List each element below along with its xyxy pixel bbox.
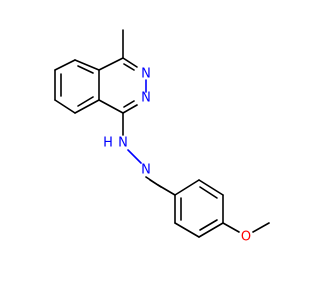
ether-oxygen-label: O xyxy=(241,230,251,245)
nh-hydrogen-label: H xyxy=(103,136,113,151)
bond xyxy=(157,184,176,196)
structure-drawing: N N N H N O xyxy=(54,29,270,245)
bond-inner xyxy=(77,65,94,74)
bond-o-ch3 xyxy=(252,222,270,233)
bond xyxy=(74,99,100,114)
pyridazine-ring xyxy=(98,57,147,114)
bond xyxy=(74,59,100,71)
bond xyxy=(54,99,76,114)
bond-nh-n xyxy=(127,149,142,164)
methoxyphenyl-ring xyxy=(174,179,224,238)
bond-inner xyxy=(199,219,218,231)
imine-nitrogen-label: N xyxy=(141,163,151,178)
n-ring-lower-label: N xyxy=(141,91,151,106)
bond xyxy=(198,222,224,238)
bond xyxy=(54,59,76,71)
molecule-diagram: N N N H N O xyxy=(54,29,270,245)
benzo-ring xyxy=(54,59,100,114)
bond xyxy=(122,104,138,114)
bond xyxy=(198,179,224,196)
bond-inner xyxy=(77,96,94,107)
bond xyxy=(98,57,124,71)
nh-nitrogen-label: N xyxy=(118,136,128,151)
bond-inner xyxy=(123,63,135,71)
bond xyxy=(98,99,124,114)
bond xyxy=(174,222,200,238)
n-ring-upper-label: N xyxy=(141,67,151,82)
bond-inner xyxy=(199,186,218,199)
hydrazone-linker xyxy=(122,112,176,196)
bond xyxy=(174,179,200,196)
bond-c-o xyxy=(222,222,240,233)
bond xyxy=(122,57,138,68)
bond-inner xyxy=(123,100,135,108)
